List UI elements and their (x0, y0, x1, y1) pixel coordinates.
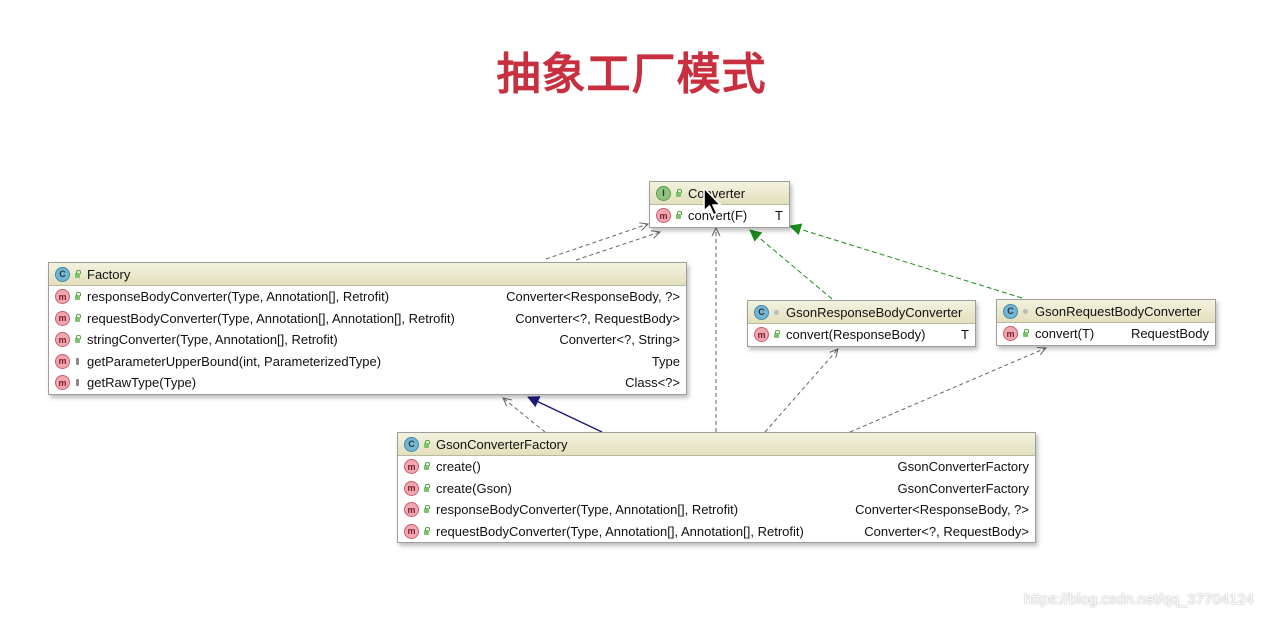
class-icon: C (754, 304, 769, 320)
method-return: Converter<ResponseBody, ?> (506, 289, 680, 305)
public-icon (74, 335, 81, 344)
protected-icon (74, 379, 81, 387)
method-signature: create(Gson) (436, 480, 512, 496)
method-row[interactable]: m requestBodyConverter(Type, Annotation[… (49, 308, 686, 330)
method-signature: stringConverter(Type, Annotation[], Retr… (87, 332, 338, 348)
class-name: GsonConverterFactory (436, 436, 568, 452)
package-private-icon (773, 309, 780, 316)
method-row[interactable]: m convert(ResponseBody) T (748, 324, 975, 346)
class-icon: C (404, 436, 419, 452)
method-icon: m (754, 327, 769, 343)
class-box-factory[interactable]: C Factory m responseBodyConverter(Type, … (48, 262, 687, 395)
public-icon (423, 483, 430, 492)
class-box-gson-converter-factory[interactable]: C GsonConverterFactory m create() GsonCo… (397, 432, 1036, 543)
class-icon: C (1003, 303, 1018, 319)
extends-edge (527, 396, 603, 433)
method-row[interactable]: m requestBodyConverter(Type, Annotation[… (398, 521, 1035, 543)
class-box-gson-request-body-converter[interactable]: C GsonRequestBodyConverter m convert(T) … (996, 299, 1216, 346)
method-icon: m (55, 289, 70, 305)
method-row[interactable]: m getParameterUpperBound(int, Parameteri… (49, 351, 686, 373)
public-icon (423, 526, 430, 535)
public-icon (1022, 329, 1029, 338)
method-row[interactable]: m stringConverter(Type, Annotation[], Re… (49, 329, 686, 351)
method-return: T (961, 327, 969, 343)
mouse-cursor-icon (703, 187, 722, 216)
method-signature: responseBodyConverter(Type, Annotation[]… (87, 289, 390, 305)
method-return: Converter<?, String> (559, 332, 680, 348)
method-row[interactable]: m convert(F) T (650, 205, 789, 227)
dependency-edge (764, 349, 838, 433)
method-return: Converter<?, RequestBody> (864, 523, 1029, 539)
class-name: Factory (87, 266, 131, 282)
static-method-icon: m (55, 353, 70, 369)
method-signature: requestBodyConverter(Type, Annotation[],… (436, 523, 804, 539)
implements-edge (749, 229, 833, 300)
method-icon: m (55, 310, 70, 326)
dependency-edge (575, 232, 660, 261)
method-signature: create() (436, 459, 481, 475)
public-icon (74, 269, 81, 278)
watermark: https://blog.csdn.net/qq_37704124 (1023, 591, 1254, 608)
method-return: GsonConverterFactory (897, 459, 1030, 475)
dependency-edge (849, 348, 1046, 433)
method-row[interactable]: m responseBodyConverter(Type, Annotation… (398, 499, 1035, 521)
page-title: 抽象工厂模式 (496, 49, 767, 100)
public-icon (675, 188, 682, 197)
method-icon: m (1003, 326, 1018, 342)
method-return: Class<?> (625, 375, 680, 391)
method-icon: m (404, 523, 419, 539)
protected-icon (74, 357, 81, 365)
class-header: I Converter (650, 182, 789, 205)
method-row[interactable]: m convert(T) RequestBody (997, 323, 1215, 345)
static-method-icon: m (404, 480, 419, 496)
method-row[interactable]: m create() GsonConverterFactory (398, 456, 1035, 478)
method-icon: m (404, 502, 419, 518)
package-private-icon (1022, 308, 1029, 315)
method-signature: getRawType(Type) (87, 375, 197, 391)
interface-icon: I (656, 185, 671, 201)
dependency-edge (503, 398, 546, 433)
method-return: Type (651, 353, 680, 369)
class-name: Converter (688, 185, 746, 201)
class-header: C GsonResponseBodyConverter (748, 301, 975, 324)
abstract-class-icon: C (55, 266, 70, 282)
dependency-edge (545, 224, 648, 260)
method-signature: getParameterUpperBound(int, Parameterize… (87, 353, 382, 369)
public-icon (423, 505, 430, 514)
class-name: GsonRequestBodyConverter (1035, 303, 1202, 319)
class-header: C GsonRequestBodyConverter (997, 300, 1215, 323)
method-return: RequestBody (1130, 326, 1209, 342)
method-signature: convert(ResponseBody) (786, 327, 926, 343)
public-icon (74, 313, 81, 322)
public-icon (773, 330, 780, 339)
method-icon: m (656, 208, 671, 224)
public-icon (675, 211, 682, 220)
public-icon (423, 439, 430, 448)
class-box-gson-response-body-converter[interactable]: C GsonResponseBodyConverter m convert(Re… (747, 300, 976, 347)
method-signature: requestBodyConverter(Type, Annotation[],… (87, 310, 455, 326)
method-row[interactable]: m create(Gson) GsonConverterFactory (398, 478, 1035, 500)
static-method-icon: m (404, 459, 419, 475)
method-return: T (775, 208, 783, 224)
class-name: GsonResponseBodyConverter (786, 304, 963, 320)
static-method-icon: m (55, 375, 70, 391)
method-signature: convert(T) (1035, 326, 1095, 342)
method-row[interactable]: m responseBodyConverter(Type, Annotation… (49, 286, 686, 308)
method-return: Converter<?, RequestBody> (515, 310, 680, 326)
method-row[interactable]: m getRawType(Type) Class<?> (49, 372, 686, 394)
class-header: C GsonConverterFactory (398, 433, 1035, 456)
method-signature: convert(F) (688, 208, 748, 224)
method-return: GsonConverterFactory (897, 480, 1030, 496)
implements-edge (789, 223, 1023, 299)
public-icon (423, 462, 430, 471)
public-icon (74, 292, 81, 301)
method-icon: m (55, 332, 70, 348)
method-return: Converter<ResponseBody, ?> (855, 502, 1029, 518)
class-header: C Factory (49, 263, 686, 286)
method-signature: responseBodyConverter(Type, Annotation[]… (436, 502, 739, 518)
